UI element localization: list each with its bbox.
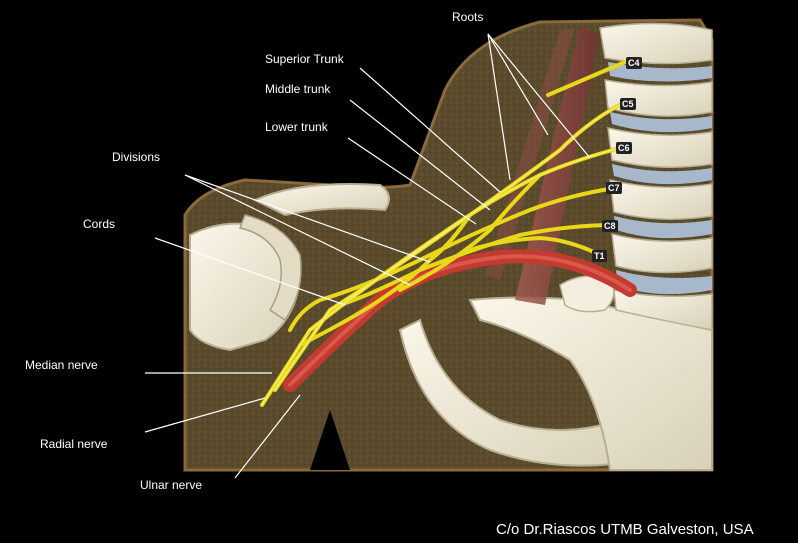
brachial-plexus-nerves-highlight <box>261 101 626 406</box>
label-middle-trunk: Middle trunk <box>265 82 331 96</box>
leader-lines <box>144 33 591 479</box>
label-ulnar-nerve: Ulnar nerve <box>140 478 203 492</box>
t1-rib-bone <box>559 275 615 313</box>
label-cords: Cords <box>83 217 116 231</box>
vertebra-label-c8: C8 <box>602 220 618 232</box>
anterior-scalene-muscle <box>515 25 600 305</box>
label-radial-nerve: Radial nerve <box>40 437 108 451</box>
vertebra-label-c7: C7 <box>606 182 622 194</box>
vertebral-column <box>599 22 713 331</box>
glenoid-bone <box>238 214 302 322</box>
label-lower-trunk: Lower trunk <box>265 120 328 134</box>
acromion-bone <box>252 183 390 217</box>
label-superior-trunk: Superior Trunk <box>265 52 344 66</box>
vertebra-label-t1: T1 <box>592 250 607 262</box>
shadow-notch <box>310 410 350 470</box>
label-median-nerve: Median nerve <box>25 358 98 372</box>
image-credit: C/o Dr.Riascos UTMB Galveston, USA <box>496 521 754 538</box>
label-divisions: Divisions <box>112 150 161 164</box>
label-roots: Roots <box>452 10 484 24</box>
vertebra-label-c6: C6 <box>616 142 632 154</box>
vertebra-label-c5: C5 <box>620 98 636 110</box>
vertebra-label-c4: C4 <box>626 57 642 69</box>
